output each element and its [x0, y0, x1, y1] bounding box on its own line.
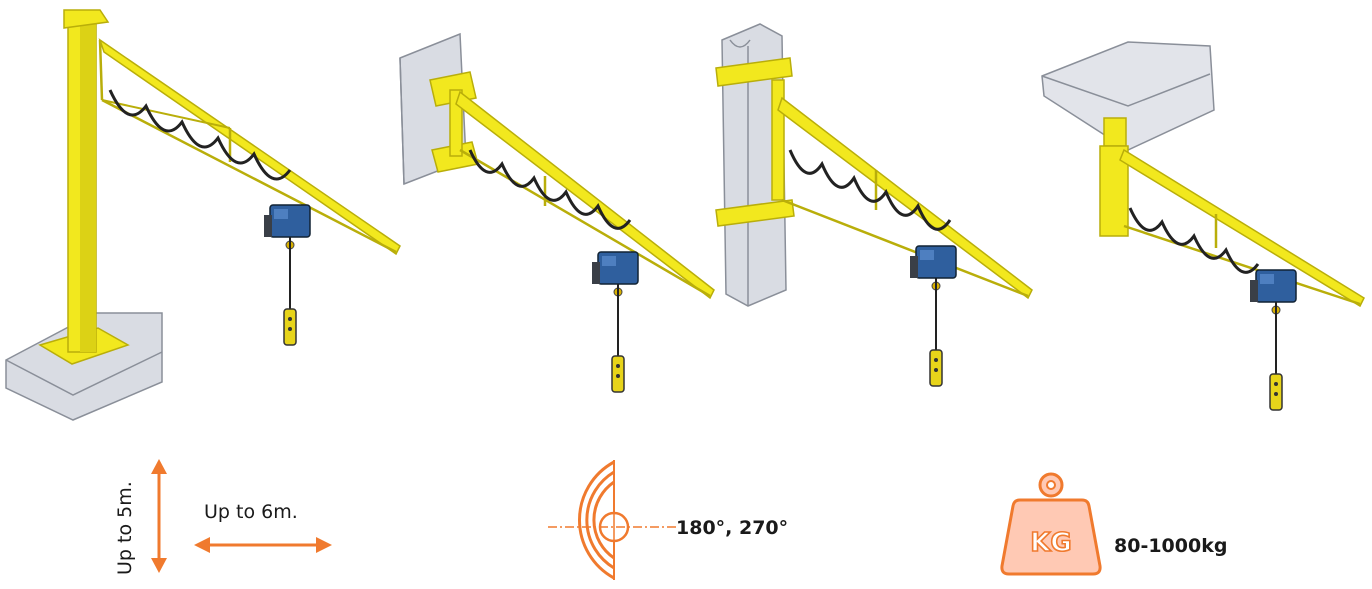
height-reach-spec: Up to 5m. Up to 6m.: [114, 459, 332, 575]
height-label: Up to 5m.: [114, 481, 136, 575]
rotation-arc-icon: [548, 460, 676, 580]
reach-label: Up to 6m.: [204, 501, 298, 523]
horizontal-arrow-icon: [194, 537, 332, 553]
capacity-badge: KG: [1030, 528, 1072, 558]
wall-jib-crane: [399, 32, 715, 393]
ceiling-jib-crane: [1041, 41, 1365, 411]
rotation-label: 180°, 270°: [676, 517, 788, 539]
vertical-arrow-icon: [151, 459, 167, 573]
weight-icon: KG: [1000, 472, 1102, 576]
capacity-label: 80-1000kg: [1114, 535, 1227, 557]
pillar-jib-crane: [5, 9, 401, 421]
capacity-spec: KG 80-1000kg: [1000, 472, 1227, 576]
rotation-spec: 180°, 270°: [548, 460, 788, 580]
column-jib-crane: [715, 23, 1033, 387]
